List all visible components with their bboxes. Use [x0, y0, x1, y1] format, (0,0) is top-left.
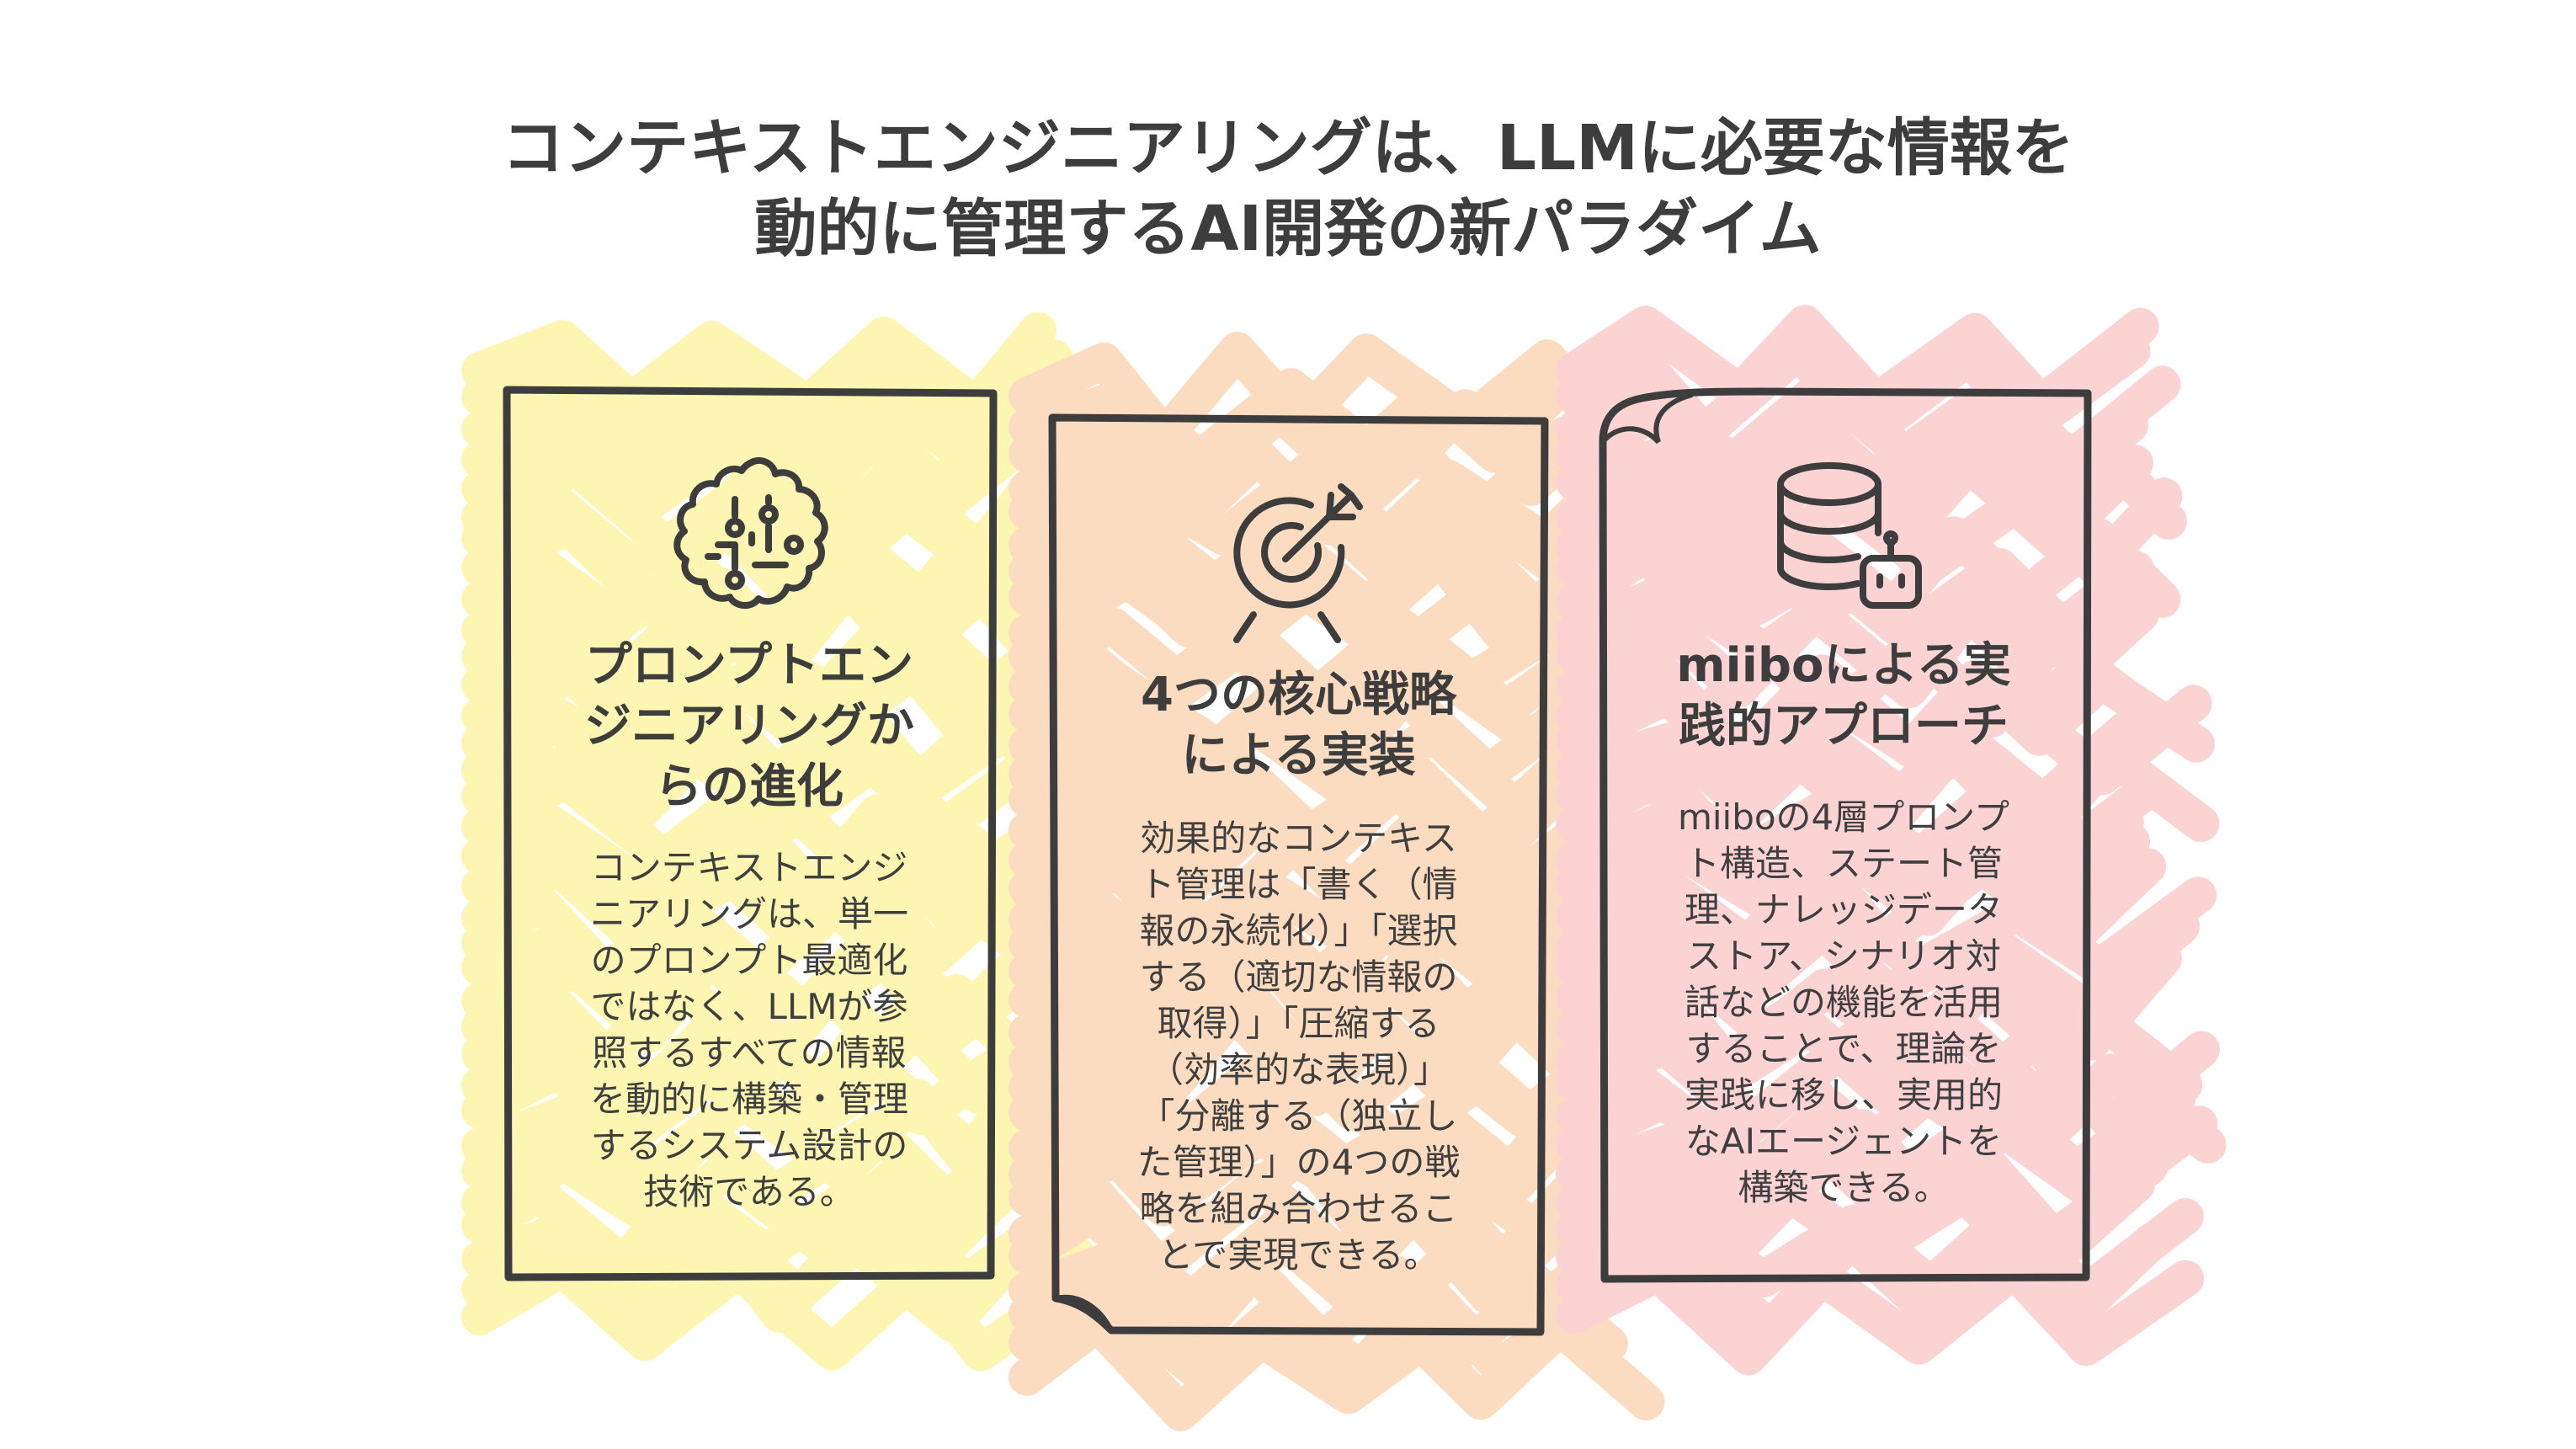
hatch-stroke: [1556, 764, 2165, 876]
card-heading: プロンプトエン ジニアリングか らの進化: [514, 636, 985, 818]
body-line: する（適切な情報の: [1139, 956, 1458, 998]
body-line: （効率的な表現）」: [1147, 1049, 1449, 1090]
heading-line: らの進化: [655, 759, 844, 814]
body-line: するシステム設計の: [590, 1125, 908, 1166]
card-body: コンテキストエンジ ニアリングは、単一 のプロンプト最適化 ではなく、LLMが参…: [547, 844, 951, 1215]
body-line: 技術である。: [643, 1171, 855, 1212]
card-body: miiboの4層プロンプ ト構造、ステート管 理、ナレッジデータ ストア、シナリ…: [1637, 794, 2050, 1211]
body-line: ストア、シナリオ対: [1686, 935, 2001, 977]
card-prompt-evolution: プロンプトエン ジニアリングか らの進化 コンテキストエンジ ニアリングは、単一…: [461, 312, 1116, 1372]
hatch-stroke: [1009, 649, 1618, 766]
target-arrow-icon: [1233, 483, 1363, 643]
hatch-stroke: [1009, 562, 1596, 675]
hatch-stroke: [461, 794, 1068, 910]
body-line: ト管理は「書く（情: [1139, 864, 1458, 905]
body-line: 話などの機能を活用: [1684, 982, 2003, 1023]
hatch-stroke: [1009, 1076, 1597, 1191]
heading-line: miiboによる実: [1676, 638, 2011, 693]
body-line: 「分離する（独立し: [1139, 1095, 1458, 1137]
body-line: 理、ナレッジデータ: [1684, 889, 2003, 930]
heading-line: 践的アプローチ: [1679, 699, 2009, 754]
heading-line: 4つの核心戦略: [1141, 668, 1456, 722]
hatch-stroke: [1009, 508, 1649, 626]
card-heading: 4つの核心戦略 による実装: [1061, 665, 1536, 786]
card-heading: miiboによる実 践的アプローチ: [1608, 636, 2079, 757]
body-line: を動的に構築・管理: [589, 1079, 908, 1120]
card-background: [1009, 332, 1683, 1431]
hatch-stroke: [1009, 1304, 1665, 1431]
body-line: 実践に移し、実用的: [1684, 1074, 2003, 1116]
card-fill-hatch: [1009, 332, 1683, 1431]
card-body: 効果的なコンテキス ト管理は「書く（情 報の永続化）」「選択 する（適切な情報の…: [1078, 815, 1520, 1278]
title-line-2: 動的に管理するAI開発の新パラダイム: [754, 193, 1822, 265]
card-background: [1556, 305, 2227, 1376]
body-line: することで、理論を: [1685, 1028, 2002, 1069]
body-line: ニアリングは、単一: [589, 893, 908, 935]
body-line: 効果的なコンテキス: [1140, 818, 1457, 859]
body-line: 照するすべての情報: [592, 1032, 907, 1073]
body-line: ト構造、ステート管: [1684, 843, 2003, 884]
body-line: 報の永続化）」「選択: [1139, 910, 1458, 951]
hatch-stroke: [1009, 1133, 1638, 1253]
body-line: 略を組み合わせるこ: [1139, 1188, 1458, 1229]
heading-line: ジニアリングか: [584, 699, 914, 754]
brain-circuit-icon: [673, 456, 828, 609]
body-line: miiboの4層プロンプ: [1677, 796, 2010, 838]
body-line: コンテキストエンジ: [590, 847, 908, 888]
body-line: なAIエージェントを: [1685, 1121, 2003, 1162]
hatch-stroke: [1009, 477, 1632, 603]
hatch-stroke: [1556, 1251, 2205, 1376]
heading-line: による実装: [1181, 728, 1416, 783]
hatch-stroke: [1009, 1048, 1597, 1175]
hatch-stroke: [461, 1249, 1100, 1372]
body-line: のプロンプト最適化: [590, 940, 908, 981]
card-four-strategies: 4つの核心戦略 による実装 効果的なコンテキス ト管理は「書く（情 報の永続化）…: [1009, 332, 1683, 1431]
body-line: ではなく、LLMが参: [590, 986, 908, 1027]
hatch-stroke: [461, 1132, 1051, 1259]
card-fill-hatch: [461, 312, 1116, 1372]
body-line: 取得）」「圧縮する: [1157, 1003, 1440, 1044]
card-miibo-approach: miiboによる実 践的アプローチ miiboの4層プロンプ ト構造、ステート管…: [1556, 305, 2227, 1376]
body-line: た管理）」の4つの戦: [1136, 1142, 1461, 1183]
hatch-stroke: [461, 761, 1115, 881]
database-robot-icon: [1777, 462, 1922, 609]
body-line: とで実現できる。: [1158, 1234, 1440, 1276]
body-line: 構築できる。: [1738, 1167, 1950, 1208]
diagram-title: コンテキストエンジニアリングは、LLMに必要な情報を 動的に管理するAI開発の新…: [362, 108, 2214, 269]
title-line-1: コンテキストエンジニアリングは、LLMに必要な情報を: [502, 112, 2074, 184]
card-background: [461, 312, 1116, 1372]
heading-line: プロンプトエン: [584, 638, 914, 693]
hatch-stroke: [1009, 1276, 1596, 1394]
